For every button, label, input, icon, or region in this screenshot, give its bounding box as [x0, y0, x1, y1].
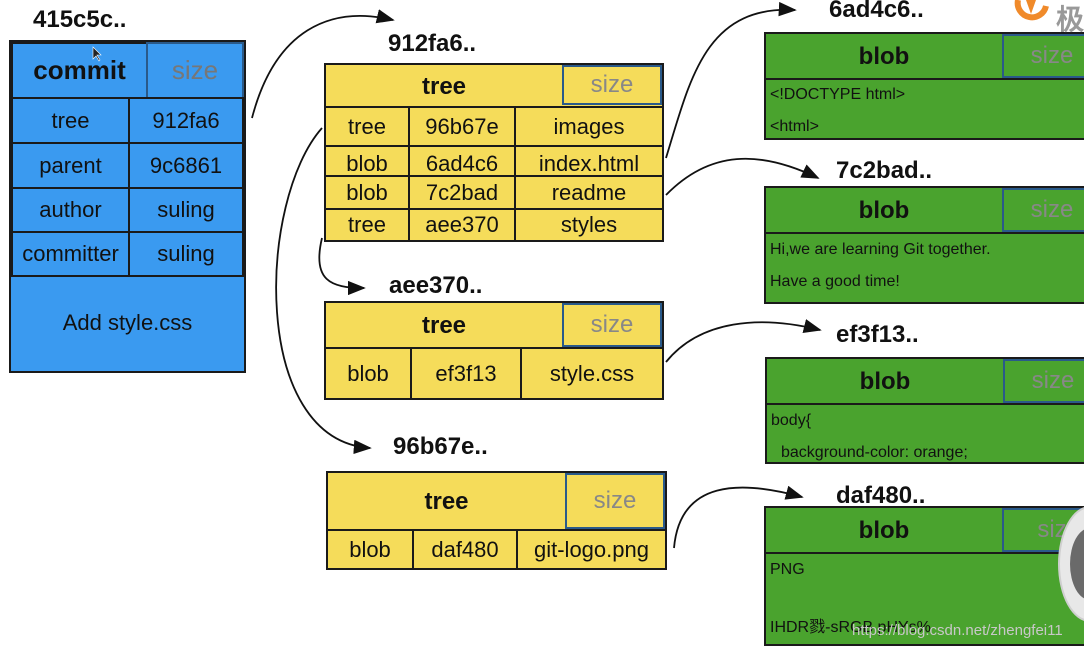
blob-size-cell: size — [1002, 34, 1084, 78]
blob-object-7c2bad: blob size Hi,we are learning Git togethe… — [764, 186, 1084, 304]
commit-row-key: author — [11, 187, 130, 233]
blob-object-daf480: blob siz PNG IHDR戮-sRGB pHYs% — [764, 506, 1084, 646]
logo-icon — [1014, 0, 1054, 30]
tree-header: tree — [421, 312, 467, 339]
tree-object-aee370: tree size blob ef3f13 style.css — [324, 301, 664, 400]
tree-entry-type: blob — [349, 536, 391, 562]
blob-content-line: <html> — [770, 118, 819, 135]
blob-header: blob — [858, 517, 910, 544]
blob-hash-label: ef3f13.. — [836, 321, 919, 348]
divider — [766, 232, 1084, 234]
blob-size-cell: size — [1003, 359, 1084, 403]
divider — [412, 529, 414, 568]
blob-content-line: background-color: orange; — [781, 444, 968, 461]
divider — [767, 403, 1084, 405]
tree-entry-hash: 6ad4c6 — [425, 151, 499, 176]
tree-entry-hash: 7c2bad — [425, 179, 499, 205]
tree-entry-name: readme — [551, 179, 627, 205]
tree-object-912fa6: tree size tree 96b67e images blob 6ad4c6… — [324, 63, 664, 242]
blob-hash-label: 7c2bad.. — [836, 157, 933, 184]
arrow-tree-to-6ad4c6 — [665, 1, 797, 159]
arrow-commit-to-tree — [251, 9, 395, 119]
blob-hash-label: 6ad4c6.. — [829, 0, 924, 23]
blob-hash-label: daf480.. — [836, 482, 926, 509]
blob-content-line: Hi,we are learning Git together. — [770, 241, 991, 258]
tree-entry-hash: aee370 — [425, 212, 499, 237]
tree-size-cell: size — [562, 303, 662, 347]
arrow-aee370-to-ef3f13 — [665, 319, 822, 363]
divider — [326, 145, 662, 147]
divider — [514, 106, 516, 240]
arrow-96b67e-to-daf480 — [673, 485, 804, 549]
divider — [326, 208, 662, 210]
tree-entry-type: blob — [346, 179, 388, 205]
commit-message: Add style.css — [62, 310, 193, 335]
tree-header: tree — [421, 73, 467, 100]
commit-row-key: committer — [11, 231, 130, 277]
tree-object-96b67e: tree size blob daf480 git-logo.png — [326, 471, 667, 570]
blob-content-line: IHDR戮-sRGB pHYs% — [770, 619, 931, 636]
tree-entry-hash: daf480 — [431, 536, 499, 562]
tree-entry-type: blob — [346, 151, 388, 176]
commit-header: commit — [11, 42, 148, 99]
blob-object-6ad4c6: blob size <!DOCTYPE html> <html> — [764, 32, 1084, 140]
tree-entry-type: tree — [348, 113, 386, 139]
tree-entry-name: styles — [560, 212, 618, 237]
tree-entry-type: tree — [348, 212, 386, 237]
divider — [326, 347, 662, 349]
presenter-silhouette — [1070, 528, 1084, 600]
blob-content-line: PNG — [770, 561, 805, 578]
tree-size-cell: size — [565, 473, 665, 529]
blob-header: blob — [858, 43, 910, 70]
commit-hash-label: 415c5c.. — [33, 6, 127, 33]
divider — [516, 529, 518, 568]
tree-header: tree — [424, 488, 469, 515]
tree-entry-name: index.html — [538, 151, 640, 176]
tree-entry-hash: ef3f13 — [435, 360, 497, 386]
tree-entry-hash: 96b67e — [425, 113, 499, 139]
blob-header: blob — [858, 197, 910, 224]
arrow-tree-to-7c2bad — [665, 157, 820, 196]
blob-object-ef3f13: blob size body{ background-color: orange… — [765, 357, 1084, 464]
divider — [408, 106, 410, 240]
tree-entry-name: style.css — [549, 360, 635, 386]
tree-hash-label: 96b67e.. — [393, 433, 488, 460]
divider — [520, 347, 522, 398]
arrow-tree-to-96b67e — [275, 127, 372, 455]
tree-entry-type: blob — [347, 360, 389, 386]
arrow-tree-to-aee370 — [318, 237, 366, 296]
commit-object: commit size tree 912fa6 parent 9c6861 au… — [9, 40, 246, 373]
divider — [326, 106, 662, 108]
blob-size-cell: size — [1002, 188, 1084, 232]
tree-entry-name: images — [553, 113, 625, 139]
tree-hash-label: aee370.. — [389, 272, 483, 299]
commit-row-value: 9c6861 — [128, 142, 244, 189]
tree-hash-label: 912fa6.. — [388, 30, 477, 57]
blob-header: blob — [859, 368, 911, 395]
tree-size-cell: size — [562, 65, 662, 105]
divider — [326, 175, 662, 177]
divider — [766, 552, 1084, 554]
cursor-icon — [92, 46, 102, 62]
tree-entry-name: git-logo.png — [534, 536, 649, 562]
watermark: https://blog.csdn.net/zhengfei11 — [852, 622, 1063, 639]
blob-content-line: <!DOCTYPE html> — [770, 86, 906, 103]
blob-content-line: body{ — [771, 412, 812, 429]
divider — [766, 78, 1084, 80]
divider — [328, 529, 665, 531]
blob-content-line: Have a good time! — [770, 273, 900, 290]
divider — [410, 347, 412, 398]
logo-text: 极 — [1056, 4, 1084, 35]
commit-row-value: suling — [128, 231, 244, 277]
